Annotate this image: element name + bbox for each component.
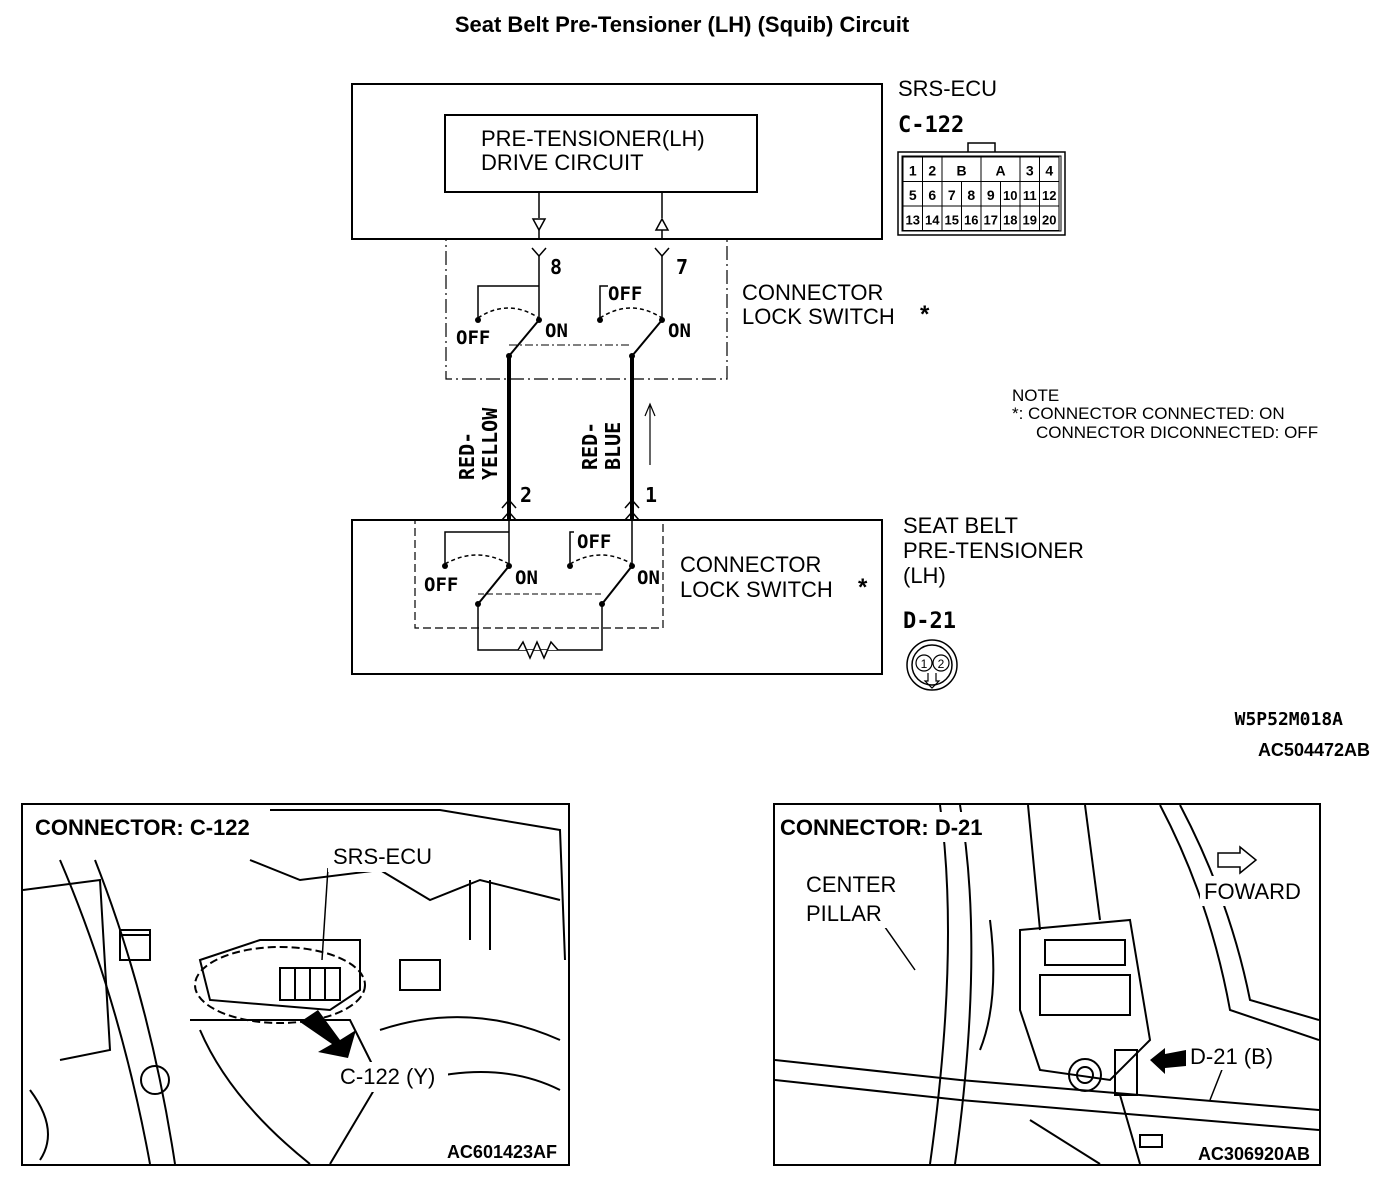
ecu-switch-right (599, 256, 663, 382)
c122-pin-label: 19 (1023, 213, 1037, 228)
c122-pin-label: 15 (945, 213, 959, 228)
output-arrow-down (531, 218, 547, 232)
note-heading: NOTE (1012, 386, 1059, 405)
c122-pin-label: 9 (987, 187, 995, 203)
pt-pin-1: 1 (645, 483, 657, 507)
wire-left-color-2: YELLOW (478, 407, 502, 480)
wire-right-color-1: RED- (578, 422, 602, 470)
ecu-switch-left (477, 256, 540, 382)
wire-right-color-2: BLUE (601, 422, 625, 470)
c122-pin-label: 17 (984, 213, 998, 228)
ecu-connector-id: C-122 (898, 113, 964, 138)
pt-connector-id: D-21 (903, 609, 956, 634)
panel-right-pillar-label-1: CENTER (806, 872, 896, 897)
pt-switch-right-off: OFF (577, 531, 611, 553)
c122-pin-label: 5 (909, 187, 917, 203)
c122-pin-label: 4 (1045, 163, 1053, 179)
figure-code-2: AC504472AB (1258, 740, 1370, 760)
c122-pin-label: 13 (906, 213, 920, 228)
diagram-title: Seat Belt Pre-Tensioner (LH) (Squib) Cir… (455, 12, 910, 37)
pt-pin-2: 2 (520, 483, 532, 507)
ecu-name: SRS-ECU (898, 76, 997, 101)
ecu-switch-right-on: ON (668, 320, 691, 342)
panel-right-title: CONNECTOR: D-21 (780, 815, 983, 840)
ecu-pin-8: 8 (550, 255, 562, 279)
pretensioner-box (351, 519, 883, 675)
c122-pin-label: 7 (948, 187, 956, 203)
pt-switch-right-on: ON (637, 567, 660, 589)
c122-pin-label: 18 (1003, 213, 1017, 228)
ecu-lock-switch-asterisk: * (920, 301, 930, 328)
note-line-1: *: CONNECTOR CONNECTED: ON (1012, 404, 1285, 423)
panel-connector-d21 (773, 803, 1321, 1166)
ecu-switch-right-off: OFF (608, 283, 642, 305)
panel-left-code: AC601423AF (447, 1142, 557, 1162)
ecu-switch-left-on: ON (545, 320, 568, 342)
panel-right-code: AC306920AB (1198, 1144, 1310, 1164)
c122-pin-label: 11 (1023, 188, 1037, 203)
c122-pin-label: 16 (964, 213, 978, 228)
panel-left-connector-label: C-122 (Y) (340, 1064, 435, 1089)
pt-name-1: SEAT BELT (903, 513, 1018, 538)
figure-code-1: W5P52M018A (1235, 709, 1344, 730)
c122-pin-label: 3 (1026, 163, 1034, 179)
pt-switch-left-on: ON (515, 567, 538, 589)
ecu-lock-switch-box (445, 238, 728, 380)
c122-pin-label: 20 (1042, 213, 1056, 228)
panel-right-connector-label: D-21 (B) (1190, 1044, 1273, 1069)
drive-circuit-label-1: PRE-TENSIONER(LH) (481, 126, 705, 151)
pt-name-3: (LH) (903, 563, 946, 588)
c122-pin-label: 12 (1042, 188, 1056, 203)
c122-pin-label: 8 (967, 187, 975, 203)
c122-pin-label: 14 (925, 213, 940, 228)
pt-lock-switch-asterisk: * (858, 574, 868, 601)
panel-connector-c122 (21, 803, 570, 1166)
c122-pin-label: 6 (928, 187, 936, 203)
drive-circuit-label-2: DRIVE CIRCUIT (481, 150, 644, 175)
ecu-lock-switch-label-1: CONNECTOR (742, 280, 883, 305)
pt-lock-switch-box (414, 519, 664, 629)
c122-pin-label: A (995, 163, 1005, 179)
pt-name-2: PRE-TENSIONER (903, 538, 1084, 563)
wire-left-color-1: RED- (455, 432, 479, 480)
panel-right-pillar-label-2: PILLAR (806, 901, 882, 926)
input-arrow-up (654, 217, 670, 231)
note-line-2: CONNECTOR DICONNECTED: OFF (1036, 423, 1318, 442)
drive-circuit-box (444, 114, 758, 193)
c122-pin-label: 1 (909, 163, 917, 179)
squib-resistor (517, 640, 559, 660)
panel-right-forward-label: FOWARD (1204, 879, 1301, 904)
c122-pin-label: 10 (1003, 188, 1017, 203)
pt-lock-switch-label-1: CONNECTOR (680, 552, 821, 577)
pt-switch-left-off: OFF (424, 574, 458, 596)
ecu-lock-switch-label-2: LOCK SWITCH (742, 304, 895, 329)
ecu-switch-left-off: OFF (456, 327, 490, 349)
panel-left-title: CONNECTOR: C-122 (35, 815, 250, 840)
c122-cavity (1039, 205, 1060, 231)
d21-pin-1: 1 (921, 657, 928, 671)
ecu-pin-7: 7 (676, 255, 688, 279)
d21-pin-2: 2 (938, 657, 945, 671)
c122-pin-label: B (956, 163, 966, 179)
pt-lock-switch-label-2: LOCK SWITCH (680, 577, 833, 602)
c122-pin-label: 2 (928, 163, 936, 179)
pt-switch-right (569, 520, 633, 605)
d21-connector-face: 1 2 (906, 639, 958, 691)
panel-left-ecu-label: SRS-ECU (333, 844, 432, 869)
